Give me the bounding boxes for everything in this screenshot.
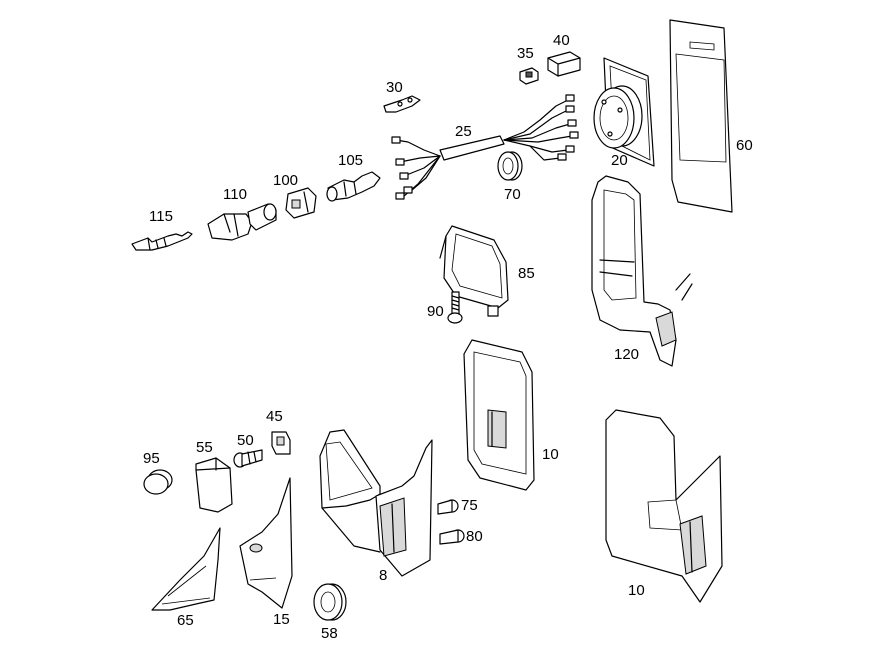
part-25-wiring-harness xyxy=(391,94,579,200)
label-100: 100 xyxy=(273,172,299,189)
part-58-seal-ring xyxy=(313,583,347,621)
label-50: 50 xyxy=(237,432,254,449)
part-8-lower-arm xyxy=(319,429,433,577)
label-20: 20 xyxy=(611,152,628,169)
part-35-connector xyxy=(519,67,539,85)
label-115: 115 xyxy=(149,208,173,225)
part-80-screw xyxy=(439,529,465,545)
label-30: 30 xyxy=(386,79,403,96)
label-15: 15 xyxy=(273,611,290,628)
part-95-cap xyxy=(143,469,173,495)
part-65-cover xyxy=(151,527,221,611)
part-15-base-cover xyxy=(239,477,293,609)
label-120: 120 xyxy=(614,346,640,363)
part-60-mirror-glass xyxy=(669,19,733,213)
part-55-bracket xyxy=(195,457,233,513)
part-85-wide-angle-mirror xyxy=(439,225,509,317)
label-60: 60 xyxy=(736,137,753,154)
part-10-mirror-housing-large xyxy=(605,409,723,603)
part-30-clip xyxy=(383,95,421,113)
label-8: 8 xyxy=(379,567,388,584)
part-115-terminal xyxy=(131,231,193,251)
part-90-screw xyxy=(447,291,463,324)
label-75: 75 xyxy=(461,497,478,514)
part-110-connector xyxy=(207,203,277,241)
part-70-grommet xyxy=(497,151,523,181)
label-55: 55 xyxy=(196,439,213,456)
label-45: 45 xyxy=(266,408,283,425)
label-65: 65 xyxy=(177,612,194,629)
part-105-connector xyxy=(326,171,381,202)
label-105: 105 xyxy=(338,152,364,169)
label-10-right: 10 xyxy=(628,582,645,599)
label-58: 58 xyxy=(321,625,338,642)
label-40: 40 xyxy=(553,32,570,49)
label-95: 95 xyxy=(143,450,160,467)
label-70: 70 xyxy=(504,186,521,203)
part-100-connector xyxy=(285,187,317,219)
label-80: 80 xyxy=(466,528,483,545)
part-50-screw xyxy=(233,449,263,468)
label-110: 110 xyxy=(223,186,247,203)
part-45-clip xyxy=(271,431,291,455)
part-40-connector-block xyxy=(547,51,581,77)
label-25: 25 xyxy=(455,123,472,140)
part-20-mirror-motor xyxy=(593,57,655,167)
label-35: 35 xyxy=(517,45,534,62)
label-90: 90 xyxy=(427,303,444,320)
label-10-middle: 10 xyxy=(542,446,559,463)
part-75-screw xyxy=(437,499,459,515)
part-120-mirror-arm xyxy=(591,175,693,367)
part-10-mirror-housing xyxy=(463,339,535,491)
label-85: 85 xyxy=(518,265,535,282)
